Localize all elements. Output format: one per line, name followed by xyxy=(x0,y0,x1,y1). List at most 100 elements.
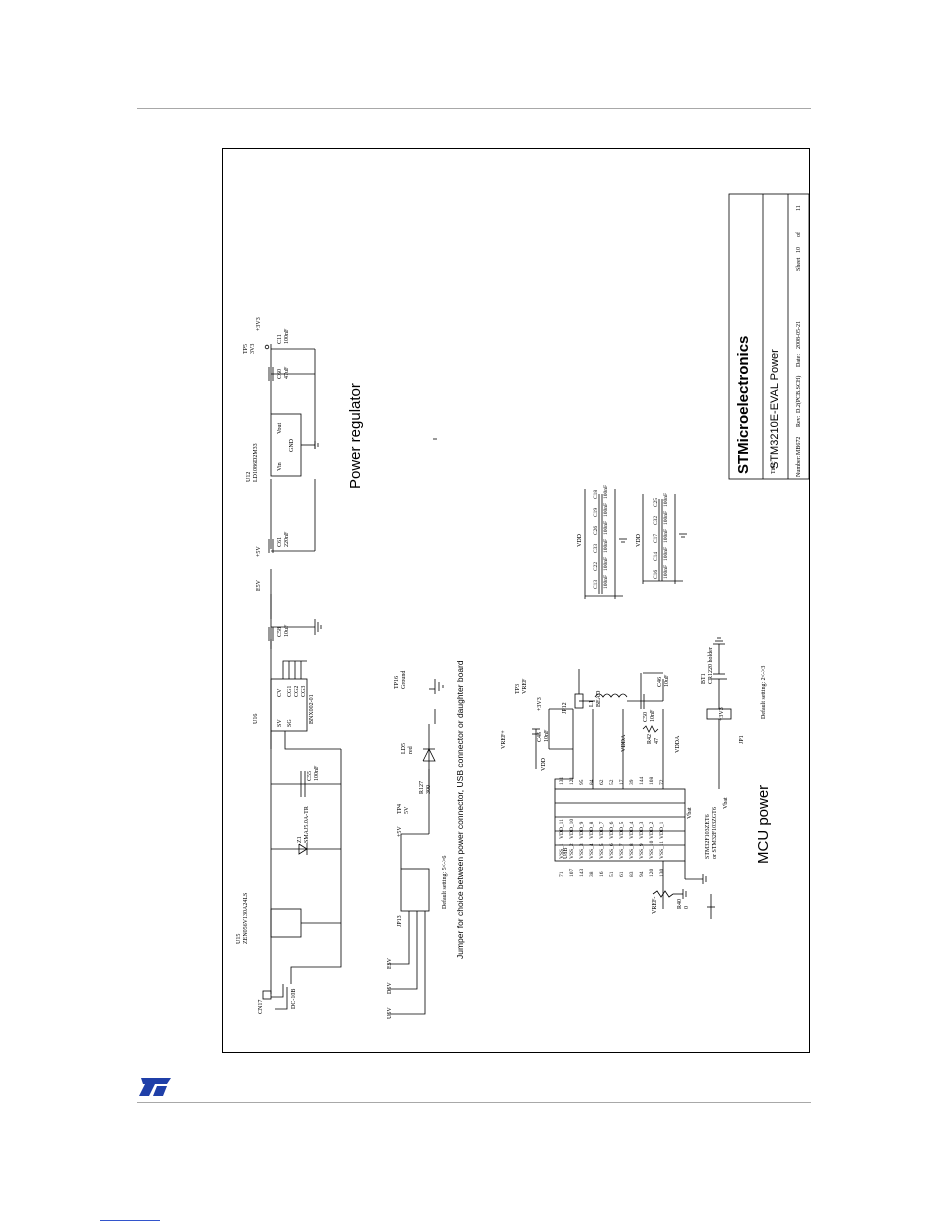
decoup-cap-value: 100nF xyxy=(603,521,609,535)
mcu-pin-right: VDD_6 xyxy=(609,821,615,839)
mcu-pinnum-left: 130 xyxy=(659,869,665,878)
u16-label: U16 xyxy=(253,714,259,724)
mcu-vbat-pin: Vbat xyxy=(687,807,693,819)
decoup-cap-value: 100nF xyxy=(603,485,609,499)
vdd-net-mcu: VDD xyxy=(541,757,547,771)
l1-inductor xyxy=(594,693,628,698)
c60-label: C60 xyxy=(277,369,283,379)
u16-pin-sv: SV xyxy=(277,719,283,727)
decoup-cap-label: C26 xyxy=(593,526,599,535)
tp4-value: 5V xyxy=(404,806,410,814)
c60-value: 47uF xyxy=(284,366,290,379)
company-name: STMicroelectronics xyxy=(735,336,752,474)
c11-label: C11 xyxy=(277,334,283,344)
p3v3-net-mcu: +3V3 xyxy=(537,697,543,711)
mcu-pinnum-left: 120 xyxy=(649,869,655,878)
mcu-pinnum-right: 121 xyxy=(569,777,575,786)
st-logo-icon xyxy=(139,1078,171,1096)
tp5-label: TP5 xyxy=(243,344,249,354)
mcu-pin-right: VDD_10 xyxy=(569,819,575,839)
cn17-label: CN17 xyxy=(258,1000,264,1014)
mcu-pinnum-left: 61 xyxy=(619,871,625,877)
date-label: Date: xyxy=(796,354,802,367)
l1-value: BEAD xyxy=(596,690,602,707)
decoup-cap-label: C14 xyxy=(653,552,659,561)
r40-label: R40 xyxy=(677,899,683,909)
mcu-part-alt: or STM32F103ZGT6 xyxy=(712,807,718,859)
mcu-pin-right: VDD_4 xyxy=(629,821,635,839)
sheet-label: Sheet xyxy=(796,257,802,271)
tp3-value: VREF xyxy=(522,678,528,694)
decoup-cap-label: C33 xyxy=(593,544,599,553)
decoup-cap-label: C18 xyxy=(593,490,599,499)
ld5-value: red xyxy=(408,746,414,754)
title-label: Title: xyxy=(771,461,777,474)
tp16-label: TP16 xyxy=(394,676,400,689)
decoup-cap-value: 100nF xyxy=(603,575,609,589)
bottom-link-underline xyxy=(100,1220,160,1221)
c46-value: 10uF xyxy=(664,674,670,687)
c61-value: 220nF xyxy=(284,531,290,547)
c55-value: 100nF xyxy=(314,765,320,781)
vbat-net: Vbat xyxy=(723,797,729,809)
decoup-cap-label: C19 xyxy=(593,508,599,517)
vdd-net-decoup2: VDD xyxy=(636,533,642,547)
u12-pin-vout: Vout xyxy=(277,422,283,434)
u12-pin-vin: Vin xyxy=(277,462,283,471)
jp1-label: JP1 xyxy=(739,735,745,744)
c50-value: 10nF xyxy=(650,709,656,722)
decoup-cap-value: 100nF xyxy=(663,493,669,507)
mcu-pin-left: VSS_2 xyxy=(569,843,575,859)
l1-label: L1 xyxy=(589,700,595,707)
dc10b-label: DC-10B xyxy=(291,989,297,1009)
mcu-pin-left: VSS_9 xyxy=(639,843,645,859)
mcu-pinnum-right: 131 xyxy=(559,777,565,786)
decoup-cap-label: C17 xyxy=(653,534,659,543)
footer-rule xyxy=(137,1102,811,1103)
mcu-pin-right: VDD_11 xyxy=(559,819,565,839)
r127-label: R127 xyxy=(419,781,425,794)
rev-value: D.2(PCB.SCH) xyxy=(795,376,802,413)
mcu-pinnum-right: 95 xyxy=(579,779,585,785)
mcu-part: STM32F103ZET6 xyxy=(705,814,711,859)
mcu-pinnum-right: 72 xyxy=(659,779,665,785)
mcu-pin-left: VSS_5 xyxy=(599,843,605,859)
decoup-cap-label: C22 xyxy=(593,562,599,571)
mcu-power-heading: MCU power xyxy=(755,785,772,864)
e5v-net-jp13: E5V xyxy=(387,957,393,969)
mcu-pinnum-right: 84 xyxy=(589,779,595,785)
mcu-pinnum-right: 52 xyxy=(609,779,615,785)
title-block-frame xyxy=(728,193,810,480)
mcu-pin-left: VSS_3 xyxy=(579,843,585,859)
mcu-pinnum-left: 51 xyxy=(609,871,615,877)
r42-label: R42 xyxy=(647,734,653,744)
decoup-cap-label: C16 xyxy=(653,570,659,579)
mcu-pinnum-left: 16 xyxy=(599,871,605,877)
u16-pin-cg3: CG3 xyxy=(301,686,307,697)
u12-part: LD1086D2M33 xyxy=(253,443,259,482)
decoup-cap-value: 100nF xyxy=(663,511,669,525)
mcu-pin-left: VSS_11 xyxy=(659,841,665,859)
c50-label: C50 xyxy=(643,712,649,722)
mcu-pinnum-left: 143 xyxy=(579,869,585,878)
p3v3-net-jp1: +3V3 xyxy=(719,707,725,721)
z1-part: SMAJ5.0A-TR xyxy=(304,806,310,843)
mcu-pinnum-right: 62 xyxy=(599,779,605,785)
mcu-pinnum-left: 83 xyxy=(629,871,635,877)
mcu-pin-left: VSS_1 xyxy=(559,843,565,859)
u12-label: U12 xyxy=(246,472,252,482)
bt1-label: BT1 xyxy=(701,673,707,684)
cn17-connector xyxy=(262,990,272,1000)
mcu-pin-right: VDD_2 xyxy=(649,821,655,839)
decoup-cap-value: 100nF xyxy=(663,529,669,543)
e5v-net: E5V xyxy=(256,579,262,591)
schematic-diagram: STMicroelectronics Power regulator MCU p… xyxy=(236,193,810,1019)
u15-part: ZEN056V130A24LS xyxy=(243,893,249,944)
p3v3-net: +3V3 xyxy=(256,317,262,331)
vdda-net-2: VDDA xyxy=(675,735,681,753)
decoup-cap-value: 100nF xyxy=(603,503,609,517)
mcu-pinnum-left: 71 xyxy=(559,871,565,877)
decoup-cap-value: 100nF xyxy=(603,539,609,553)
r40-resistor xyxy=(652,890,674,898)
p5v-net-jp13: +5V xyxy=(397,826,403,837)
